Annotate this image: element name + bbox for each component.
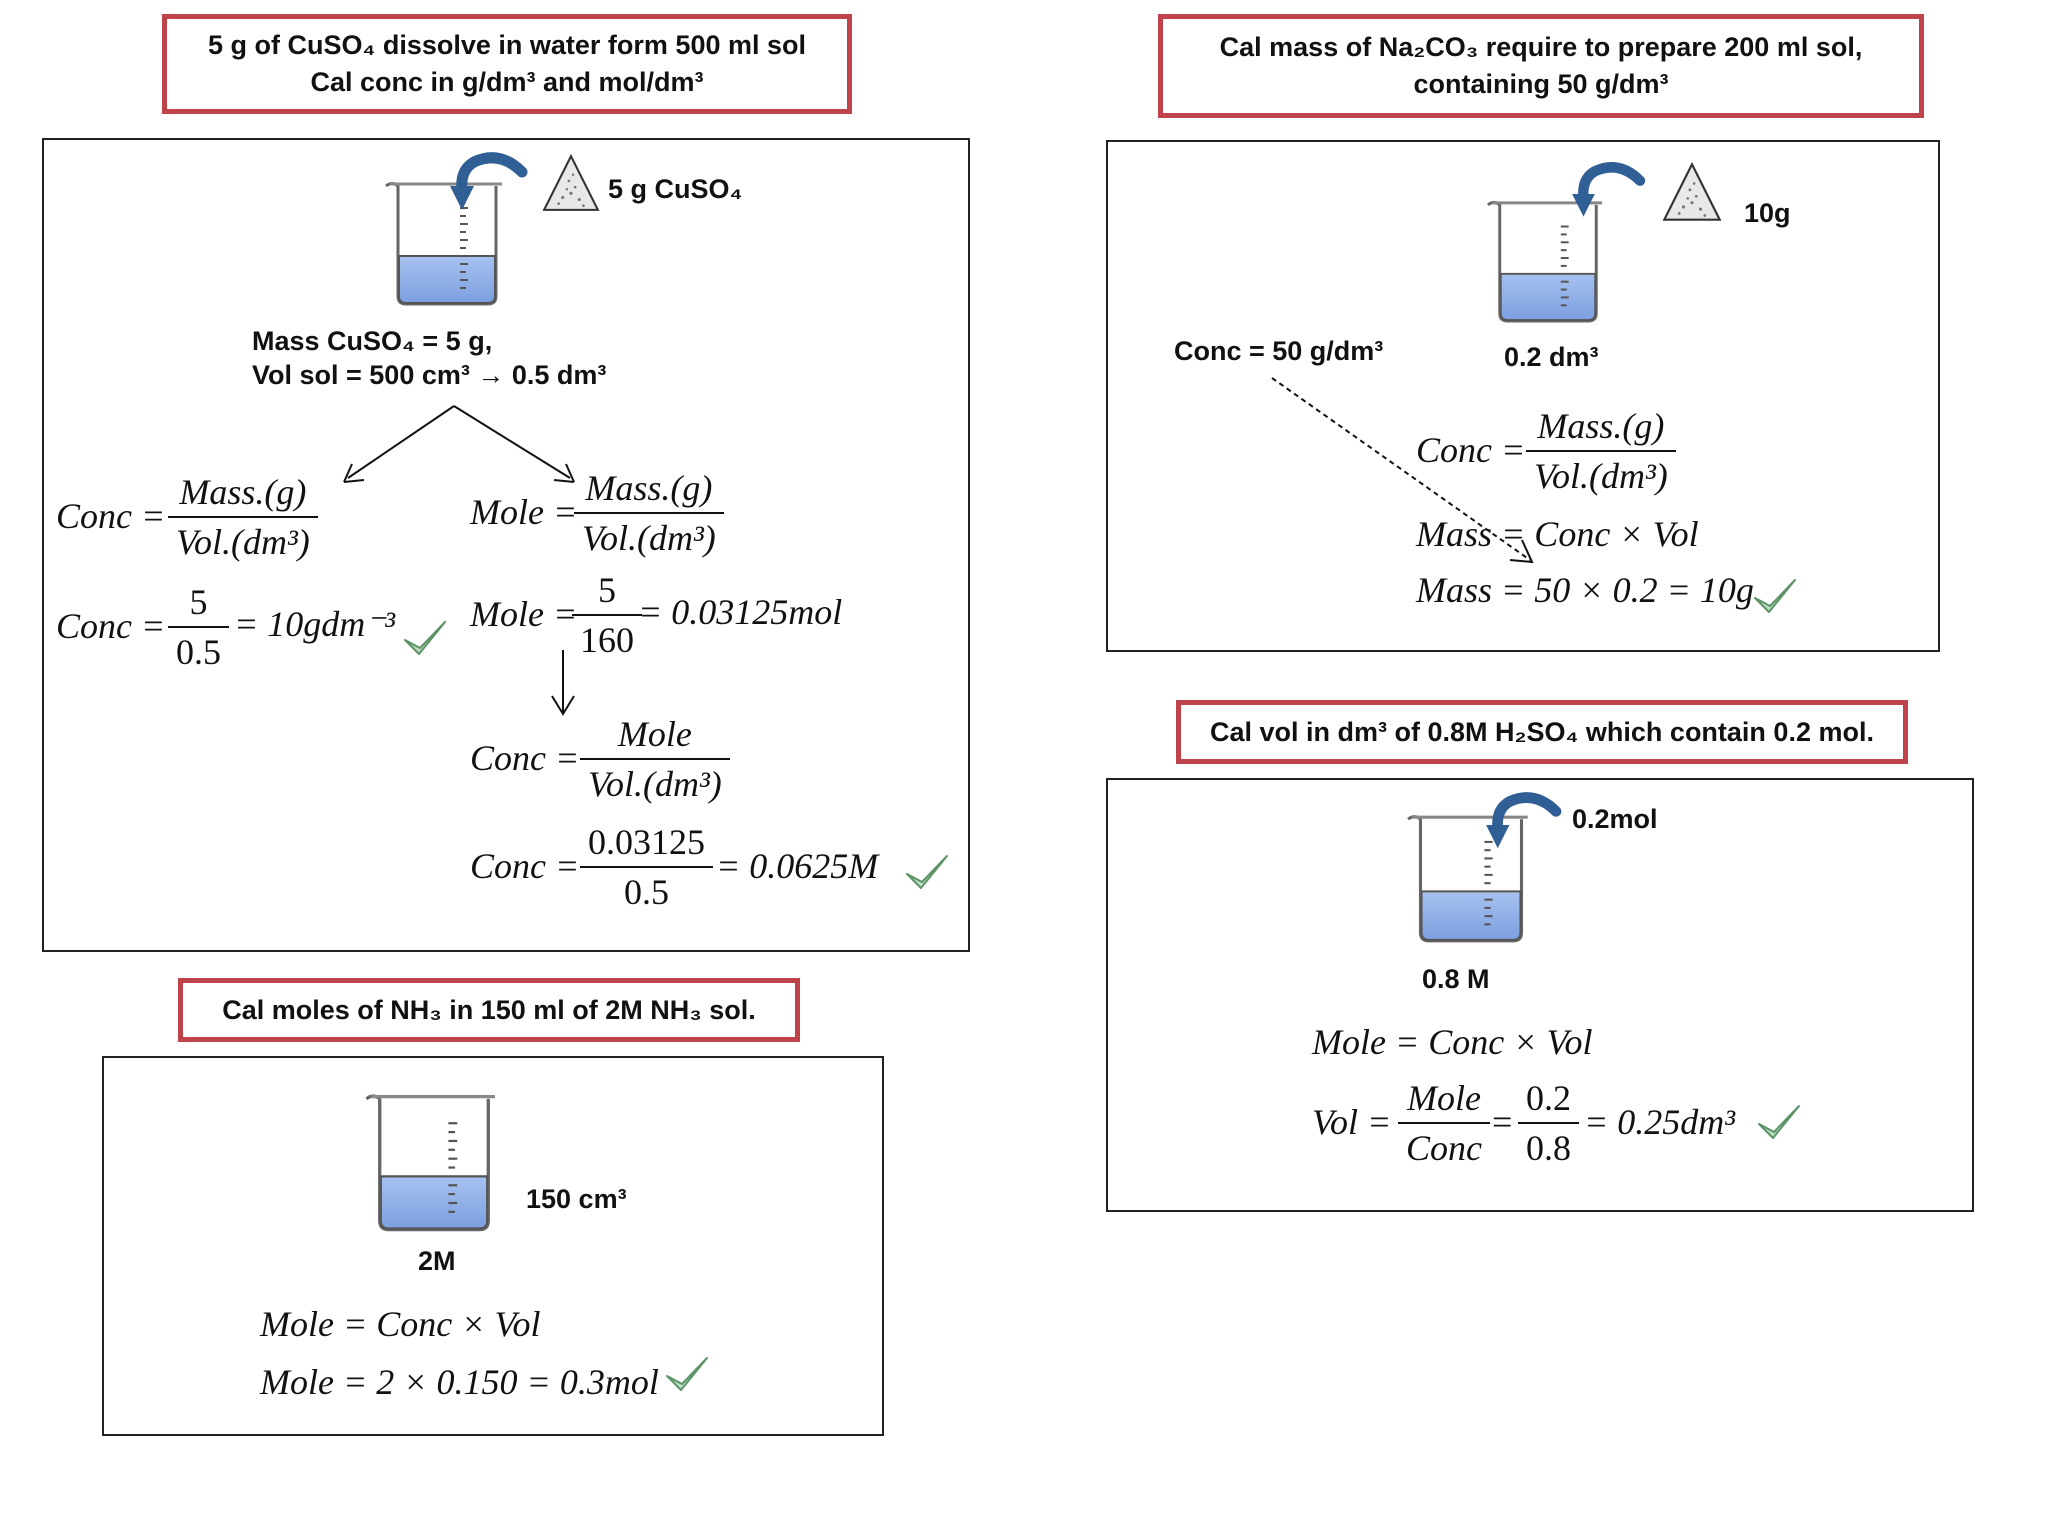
q2-conc-label: Conc = 50 g/dm³ <box>1174 336 1384 366</box>
q1-right-eq1-denominator: Vol.(dm³) <box>582 518 716 558</box>
q1-right-eq4-lhs: Conc = <box>470 846 580 886</box>
q2-eq1-denominator: Vol.(dm³) <box>1534 456 1668 496</box>
q1-right-eq4-denominator: 0.5 <box>624 872 669 912</box>
q1-right-eq4-numerator: 0.03125 <box>580 824 713 868</box>
q2-eq2: Mass = Conc × Vol <box>1416 514 1699 554</box>
q1-left-eq2-denominator: 0.5 <box>176 632 221 672</box>
q3-beaker <box>362 1090 506 1234</box>
q1-title-line1: 5 g of CuSO₄ dissolve in water form 500 … <box>207 30 807 60</box>
q2-title-box: Cal mass of Na₂CO₃ require to prepare 20… <box>1158 14 1924 118</box>
q2-title-line2: containing 50 g/dm³ <box>1413 69 1669 99</box>
q1-right-eq4-fraction: 0.03125 0.5 <box>580 824 713 910</box>
q1-left-eq1-fraction: Mass.(g) Vol.(dm³) <box>168 474 318 560</box>
q1-left-check-icon <box>402 618 448 658</box>
q3-panel <box>102 1056 884 1436</box>
q4-eq2-numerator2: 0.2 <box>1518 1080 1579 1124</box>
q1-right-eq4-result: = 0.0625M <box>716 846 879 886</box>
q1-title-line2: Cal conc in g/dm³ and mol/dm³ <box>310 67 704 97</box>
q1-right-eq3-denominator: Vol.(dm³) <box>588 764 722 804</box>
q4-eq1: Mole = Conc × Vol <box>1312 1022 1593 1062</box>
q1-right-eq1-lhs: Mole = <box>470 492 578 532</box>
q4-pour-arrow-icon <box>1484 790 1562 858</box>
q3-title: Cal moles of NH₃ in 150 ml of 2M NH₃ sol… <box>222 994 756 1025</box>
q3-eq1: Mole = Conc × Vol <box>260 1304 541 1344</box>
q1-left-eq2-lhs: Conc = <box>56 606 166 646</box>
q4-title: Cal vol in dm³ of 0.8M H₂SO₄ which conta… <box>1210 716 1874 747</box>
q1-given-line2: Vol sol = 500 cm³ → 0.5 dm³ <box>252 360 607 390</box>
q1-right-eq3-numerator: Mole <box>580 716 730 760</box>
q2-solid-label: 10g <box>1744 198 1791 228</box>
q4-mol-label: 0.2mol <box>1572 804 1658 834</box>
q1-left-eq1-lhs: Conc = <box>56 496 166 536</box>
q2-title-line1: Cal mass of Na₂CO₃ require to prepare 20… <box>1219 32 1863 62</box>
q4-eq2-fraction1: Mole Conc <box>1398 1080 1490 1166</box>
q2-dashed-pointer <box>1271 377 1534 564</box>
q1-pour-arrow-icon <box>448 150 528 220</box>
q3-check-icon <box>664 1354 710 1394</box>
q1-right-eq2-lhs: Mole = <box>470 594 578 634</box>
q1-right-eq2-result: = 0.03125mol <box>638 592 843 632</box>
q3-eq2: Mole = 2 × 0.150 = 0.3mol <box>260 1362 659 1402</box>
q1-right-eq2-numerator: 5 <box>572 572 642 616</box>
q1-right-eq1-fraction: Mass.(g) Vol.(dm³) <box>574 470 724 556</box>
q2-solid-pile-icon <box>1660 160 1724 224</box>
q3-title-box: Cal moles of NH₃ in 150 ml of 2M NH₃ sol… <box>178 978 800 1042</box>
q1-right-eq2-fraction: 5 160 <box>572 572 642 658</box>
q1-right-check-icon <box>904 852 950 892</box>
q2-eq3: Mass = 50 × 0.2 = 10g <box>1416 570 1754 610</box>
q4-panel <box>1106 778 1974 1212</box>
q1-given-line1: Mass CuSO₄ = 5 g, <box>252 326 493 356</box>
q4-eq2-denominator1: Conc <box>1406 1128 1482 1168</box>
q1-panel <box>42 138 970 952</box>
q1-right-eq1-numerator: Mass.(g) <box>574 470 724 514</box>
q1-right-eq3-fraction: Mole Vol.(dm³) <box>580 716 730 802</box>
q4-check-icon <box>1756 1102 1802 1142</box>
q4-conc-label: 0.8 M <box>1422 964 1490 994</box>
q2-vol-label: 0.2 dm³ <box>1504 342 1599 372</box>
q4-eq2-numerator1: Mole <box>1398 1080 1490 1124</box>
q1-right-eq3-lhs: Conc = <box>470 738 580 778</box>
q1-down-arrow <box>551 650 575 716</box>
q2-check-icon <box>1752 576 1798 616</box>
q3-conc-label: 2M <box>418 1246 456 1276</box>
q4-eq2-lhs: Vol = <box>1312 1102 1392 1142</box>
q1-title-box: 5 g of CuSO₄ dissolve in water form 500 … <box>162 14 852 114</box>
q1-left-eq1-numerator: Mass.(g) <box>168 474 318 518</box>
q2-pour-arrow-icon <box>1570 160 1646 226</box>
q4-title-box: Cal vol in dm³ of 0.8M H₂SO₄ which conta… <box>1176 700 1908 764</box>
q2-eq1-numerator: Mass.(g) <box>1526 408 1676 452</box>
q4-eq2-fraction2: 0.2 0.8 <box>1518 1080 1579 1166</box>
q2-panel <box>1106 140 1940 652</box>
q1-left-eq2-fraction: 5 0.5 <box>168 584 229 670</box>
q3-vol-label: 150 cm³ <box>526 1184 627 1214</box>
q4-eq2-denominator2: 0.8 <box>1526 1128 1571 1168</box>
q1-solid-label: 5 g CuSO₄ <box>608 174 743 204</box>
q4-eq2-result: = 0.25dm³ <box>1584 1102 1736 1142</box>
q1-left-eq2-numerator: 5 <box>168 584 229 628</box>
q2-eq1-fraction: Mass.(g) Vol.(dm³) <box>1526 408 1676 494</box>
q4-eq2-equals: = <box>1492 1102 1513 1142</box>
q1-split-arrows <box>343 405 575 483</box>
q1-left-eq1-denominator: Vol.(dm³) <box>176 522 310 562</box>
q1-right-eq2-denominator: 160 <box>580 620 634 660</box>
q1-left-eq2-result: = 10gdm⁻³ <box>234 604 396 644</box>
q1-solid-pile-icon <box>540 152 602 214</box>
q2-eq1-lhs: Conc = <box>1416 430 1526 470</box>
